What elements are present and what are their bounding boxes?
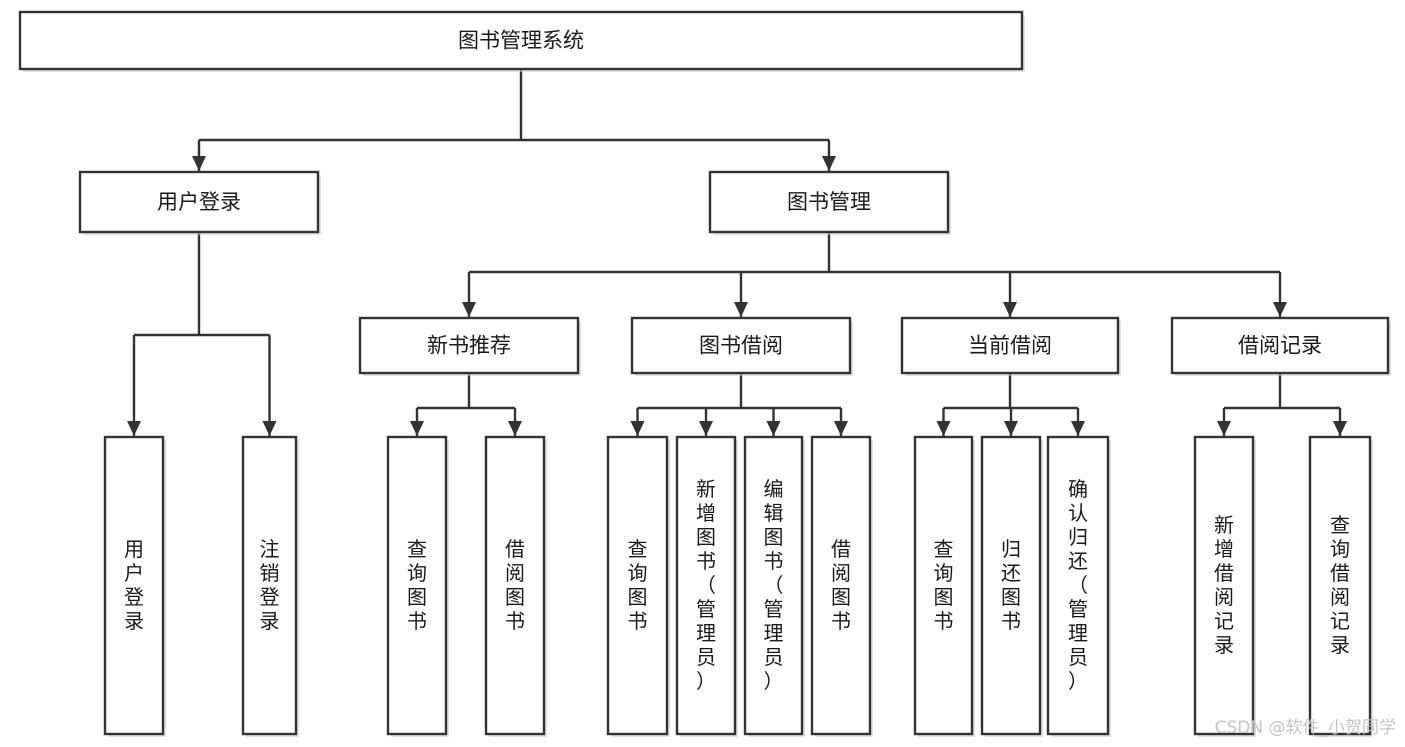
- node-rect[interactable]: [1308, 435, 1372, 736]
- node-rect[interactable]: [743, 435, 804, 736]
- node-current-borrow[interactable]: 当前借阅: [900, 316, 1121, 376]
- node-label: 确认归还（管理员）: [1068, 477, 1088, 693]
- node-rect[interactable]: [606, 435, 669, 736]
- arrow-head: [127, 421, 141, 436]
- node-rect[interactable]: [1193, 435, 1255, 736]
- node-leaf-query-book-3[interactable]: 查询图书: [913, 435, 975, 737]
- arrow-head: [1217, 421, 1231, 436]
- node-rect[interactable]: [18, 10, 1024, 71]
- node-book-management[interactable]: 图书管理: [708, 170, 951, 235]
- arrow-head: [1004, 421, 1018, 436]
- node-label: 图书管理系统: [458, 29, 584, 53]
- arrow-head: [1333, 421, 1347, 436]
- watermark-layer: CSDN @软件_小贺同学: [1215, 718, 1396, 738]
- node-rect[interactable]: [1046, 435, 1110, 736]
- node-leaf-borrow-book-2[interactable]: 借阅图书: [810, 435, 873, 737]
- node-label: 用户登录: [157, 190, 241, 214]
- node-leaf-confirm-return[interactable]: 确认归还（管理员）: [1046, 435, 1111, 737]
- arrow-head: [410, 421, 424, 436]
- node-label: 注销登录: [260, 537, 280, 633]
- node-leaf-add-book[interactable]: 新增图书（管理员）: [675, 435, 738, 737]
- arrow-head: [462, 302, 476, 317]
- arrow-head: [1273, 302, 1287, 317]
- node-rect[interactable]: [103, 435, 165, 736]
- arrow-head: [734, 302, 748, 317]
- arrow-head: [766, 421, 781, 436]
- node-borrow-record[interactable]: 借阅记录: [1170, 316, 1391, 376]
- node-rect[interactable]: [358, 316, 580, 375]
- node-rect[interactable]: [980, 435, 1042, 736]
- node-rect[interactable]: [484, 435, 546, 736]
- node-rect[interactable]: [708, 170, 950, 234]
- csdn-watermark: CSDN @软件_小贺同学: [1215, 718, 1396, 738]
- node-label: 查询图书: [628, 537, 648, 633]
- node-rect[interactable]: [78, 170, 320, 234]
- node-label: 新增借阅记录: [1214, 513, 1234, 657]
- arrow-head: [834, 421, 848, 436]
- arrow-head: [630, 421, 645, 436]
- node-label: 查询图书: [407, 537, 427, 633]
- node-label: 归还图书: [1001, 537, 1021, 633]
- arrow-head: [699, 421, 713, 436]
- node-book-borrow[interactable]: 图书借阅: [630, 316, 853, 376]
- node-leaf-query-book-1[interactable]: 查询图书: [386, 435, 449, 737]
- arrow-head: [1003, 302, 1017, 317]
- node-leaf-borrow-book-1[interactable]: 借阅图书: [484, 435, 547, 737]
- node-root[interactable]: 图书管理系统: [18, 10, 1025, 72]
- node-rect[interactable]: [810, 435, 872, 736]
- node-label: 新书推荐: [427, 334, 511, 358]
- node-leaf-return-book[interactable]: 归还图书: [980, 435, 1043, 737]
- node-label: 借阅图书: [505, 537, 525, 633]
- node-rect[interactable]: [1170, 316, 1390, 375]
- node-rect[interactable]: [386, 435, 448, 736]
- node-leaf-query-record[interactable]: 查询借阅记录: [1308, 435, 1373, 737]
- node-rect[interactable]: [913, 435, 974, 736]
- node-label: 图书借阅: [699, 334, 783, 358]
- node-user-login[interactable]: 用户登录: [78, 170, 321, 235]
- node-label: 新增图书（管理员）: [696, 477, 716, 693]
- node-rect[interactable]: [630, 316, 852, 375]
- arrow-head: [262, 421, 277, 436]
- node-leaf-edit-book[interactable]: 编辑图书（管理员）: [743, 435, 805, 737]
- node-label: 借阅记录: [1238, 334, 1322, 358]
- node-label: 当前借阅: [968, 334, 1052, 358]
- node-leaf-user-login[interactable]: 用户登录: [103, 435, 166, 737]
- node-rect[interactable]: [675, 435, 737, 736]
- node-rect[interactable]: [241, 435, 298, 736]
- arrow-head: [822, 156, 836, 171]
- node-rect[interactable]: [900, 316, 1120, 375]
- node-label: 图书管理: [787, 190, 871, 214]
- node-leaf-logout[interactable]: 注销登录: [241, 435, 299, 737]
- node-new-book-recommend[interactable]: 新书推荐: [358, 316, 581, 376]
- node-label: 查询借阅记录: [1330, 513, 1350, 657]
- node-leaf-query-book-2[interactable]: 查询图书: [606, 435, 670, 737]
- node-leaf-add-record[interactable]: 新增借阅记录: [1193, 435, 1256, 737]
- node-layer: 图书管理系统用户登录用户登录注销登录图书管理新书推荐查询图书借阅图书图书借阅查询…: [18, 10, 1391, 737]
- arrow-head: [508, 421, 522, 436]
- node-label: 借阅图书: [831, 537, 851, 633]
- arrow-head: [936, 421, 951, 436]
- node-label: 用户登录: [124, 537, 144, 633]
- arrow-head: [1071, 421, 1085, 436]
- node-label: 编辑图书（管理员）: [764, 477, 784, 693]
- node-label: 查询图书: [934, 537, 954, 633]
- connector-layer: [127, 69, 1347, 436]
- arrow-head: [192, 156, 206, 171]
